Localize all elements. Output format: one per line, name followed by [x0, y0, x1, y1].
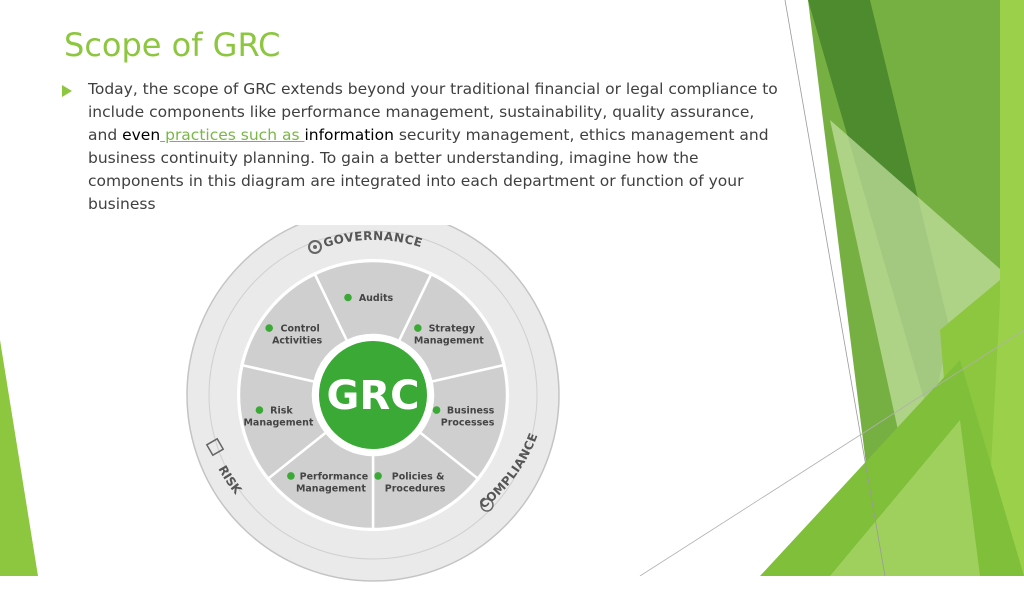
segment-label-line2: Management: [243, 418, 313, 429]
check-icon: [414, 324, 422, 332]
bullet-text-even: even: [122, 126, 161, 144]
grc-diagram: AuditsStrategyManagementBusinessProcesse…: [186, 225, 560, 582]
outer-ring-inner-edge: [208, 230, 538, 560]
bullet-text-information: information: [304, 126, 394, 144]
segment-label-line1: Policies &: [392, 471, 445, 482]
segment-label-line1: Control: [281, 324, 320, 335]
bullet-text-part1: Today, the scope of GRC extends beyond y…: [88, 80, 778, 144]
segment-label-line2: Processes: [441, 418, 495, 429]
check-icon: [255, 406, 264, 414]
segment-label-line2: Management: [296, 483, 366, 494]
segment-label-line2: Activities: [272, 336, 322, 347]
deco-thin-line-2: [639, 329, 1024, 576]
deco-left-strip: [0, 340, 38, 576]
check-icon: [432, 406, 441, 414]
slide-decoration: [0, 0, 1024, 576]
segment-label-line2: Management: [414, 336, 484, 347]
bullet-text-part2: security management, ethics management a…: [88, 126, 769, 213]
check-icon: [287, 472, 295, 480]
bullet-arrow-icon: [62, 85, 72, 97]
segment-label-line1: Performance: [300, 471, 369, 482]
segment-label-line1: Business: [447, 406, 495, 417]
check-icon: [374, 472, 382, 480]
segment-label-line1: Audits: [359, 293, 394, 304]
governance-label: GOVERNANCE: [322, 229, 425, 250]
grc-center-circle: [319, 341, 427, 449]
check-icon: [265, 324, 273, 332]
segment-label-line2: Procedures: [385, 483, 446, 494]
check-pencil-icon: [205, 437, 225, 457]
segments-group: AuditsStrategyManagementBusinessProcesse…: [237, 259, 509, 531]
slide-title: Scope of GRC: [64, 26, 281, 64]
deco-bottom-light: [830, 420, 980, 576]
bullet-paragraph: Today, the scope of GRC extends beyond y…: [88, 78, 778, 216]
deco-bright-wedge: [985, 0, 1024, 576]
grc-center-label: GRC: [327, 373, 420, 419]
gear-icon: [308, 240, 322, 254]
scale-icon: [480, 498, 494, 512]
segment-label-line1: Strategy: [429, 324, 476, 335]
practices-link[interactable]: practices such as: [160, 126, 305, 144]
segment-label-line1: Risk: [270, 406, 293, 417]
check-icon: [344, 293, 352, 302]
deco-thin-line-1: [784, 0, 886, 576]
